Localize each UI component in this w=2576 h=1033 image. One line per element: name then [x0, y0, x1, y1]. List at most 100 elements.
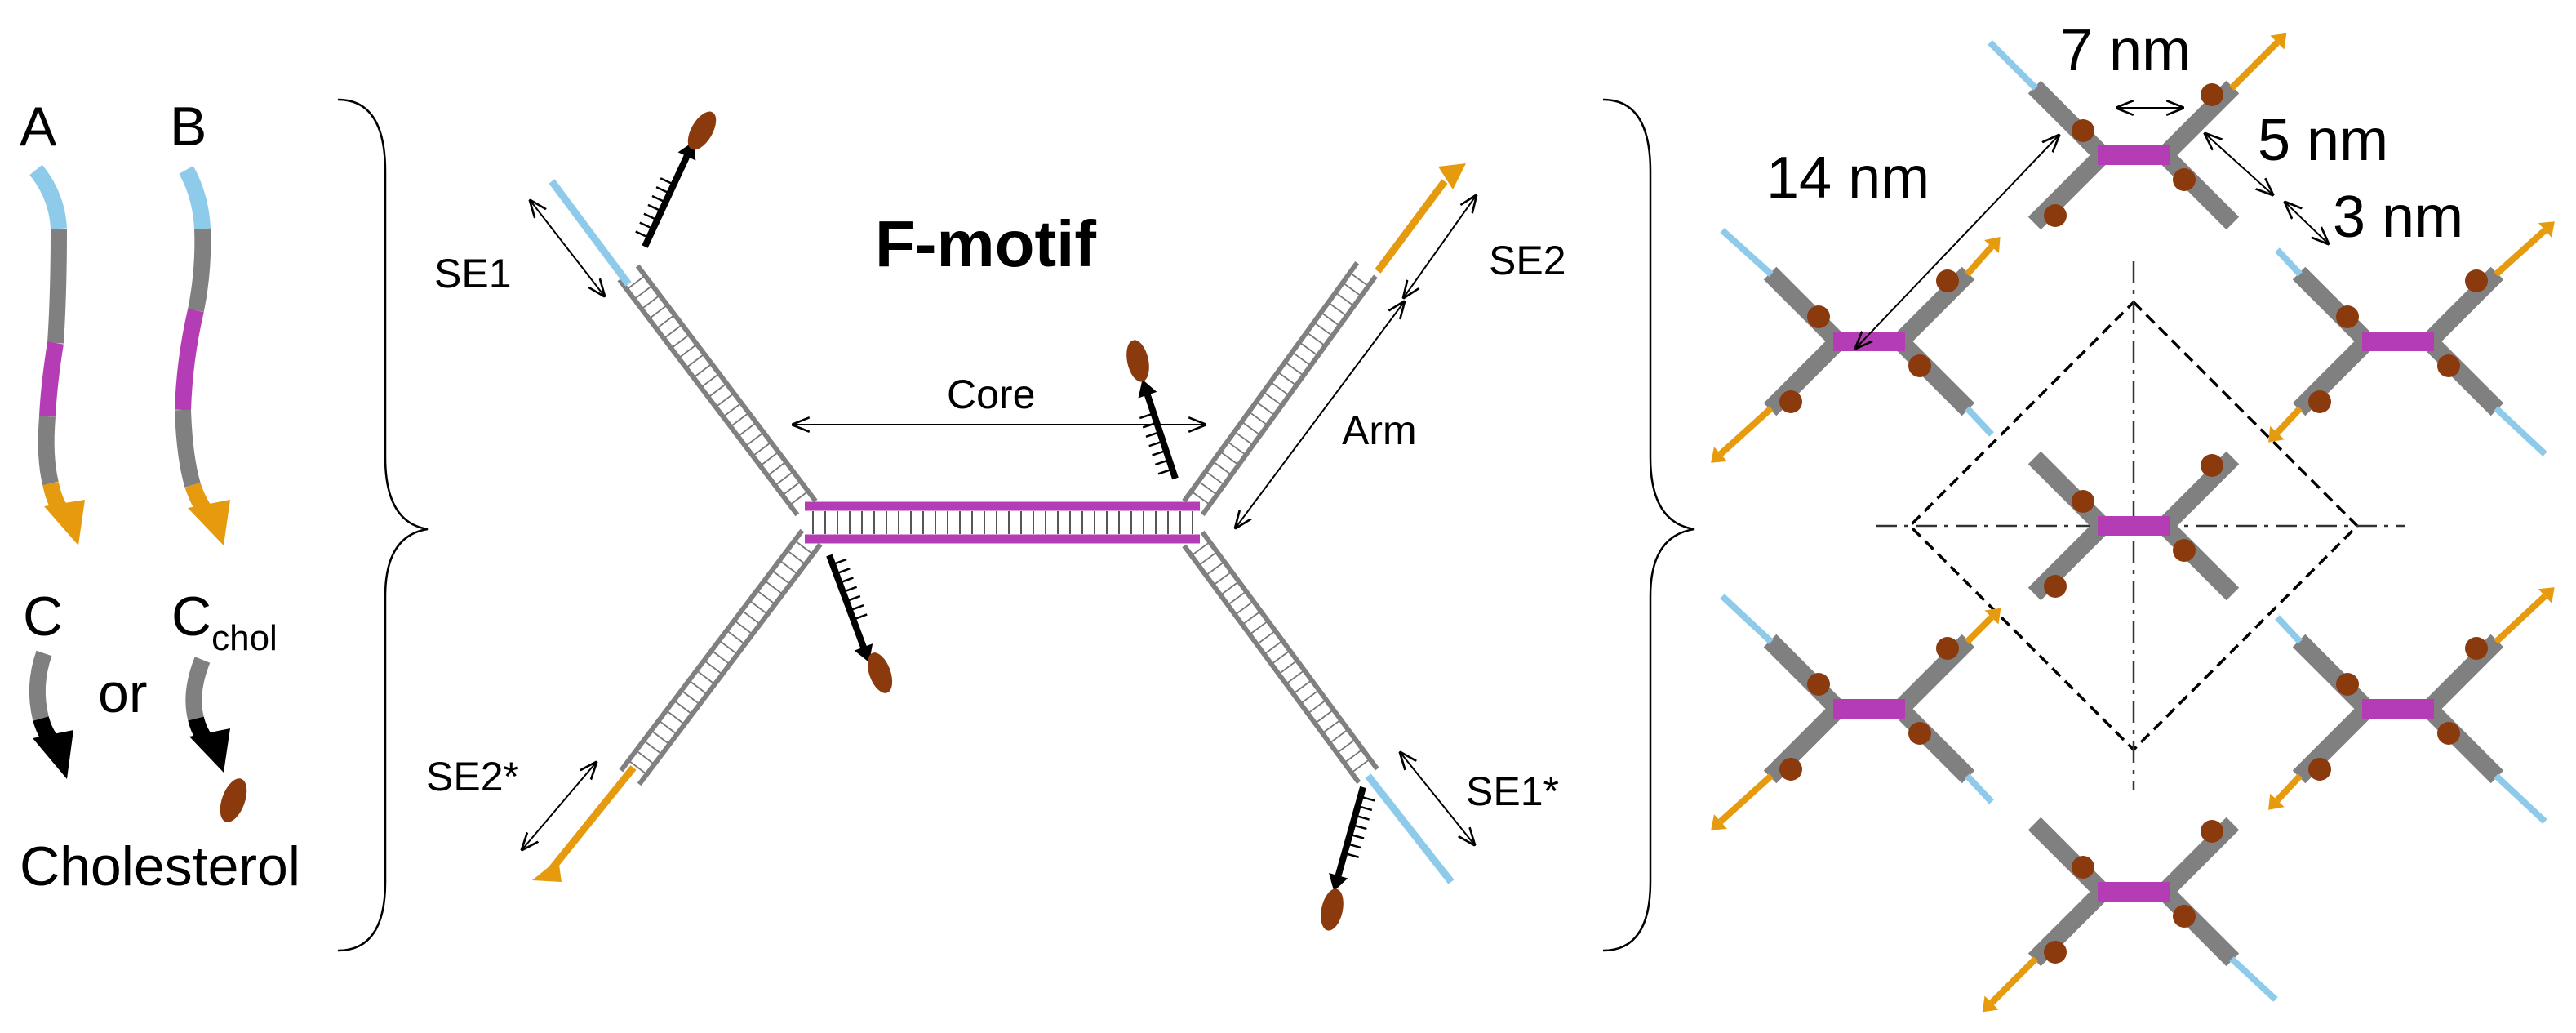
- arm-dimension-arrow: [1236, 302, 1404, 528]
- cholesterol-icon: [2465, 637, 2488, 660]
- overhang-se1: [549, 179, 632, 287]
- label-5nm: 5 nm: [2258, 108, 2388, 173]
- cholesterol-icon: [2072, 856, 2094, 879]
- cholesterol-icon: [2173, 539, 2196, 562]
- cholesterol-icon: [2308, 758, 2331, 781]
- lattice-connector: [2268, 773, 2303, 810]
- lattice-unit: [2027, 817, 2240, 967]
- lattice-connector: [2275, 247, 2303, 277]
- se2-star-dimension-arrow: [522, 763, 596, 849]
- dim-3nm-arrow: [2285, 203, 2328, 243]
- cholesterol-pins: [635, 111, 1375, 931]
- se1-star-dimension-arrow: [1401, 753, 1474, 844]
- core-base-pairs: [812, 511, 1193, 534]
- lattice-overhang: [2494, 406, 2547, 456]
- right-brace: [1602, 98, 1695, 952]
- cholesterol-icon: [1908, 354, 1931, 377]
- lattice-unit: [1763, 634, 1975, 784]
- cholesterol-icon: [1908, 722, 1931, 745]
- cholesterol-icon: [1779, 390, 1802, 413]
- lattice-overhang: [2229, 33, 2287, 91]
- cholesterol-icon: [2173, 905, 2196, 928]
- label-strand-a: A: [20, 96, 57, 158]
- pin-lower-right: [1321, 786, 1375, 931]
- strand-c: [29, 650, 73, 779]
- cholesterol-icon: [1779, 758, 1802, 781]
- cholesterol-icon: [1321, 888, 1344, 931]
- pin-upper-left: [635, 111, 717, 248]
- se1-dimension-arrow: [531, 201, 604, 296]
- label-se2: SE2: [1489, 238, 1566, 283]
- label-14nm: 14 nm: [1766, 145, 1930, 211]
- lattice-connector: [2275, 615, 2303, 644]
- cholesterol-icon: [2308, 390, 2331, 413]
- motif-arms: [617, 261, 1379, 786]
- left-brace: [337, 98, 429, 952]
- arm-upper-left: [617, 264, 818, 517]
- cholesterol-icon: [1936, 637, 1959, 660]
- label-se2-star: SE2*: [426, 754, 519, 799]
- pin-center: [1126, 340, 1179, 480]
- lattice-overhang: [1982, 956, 2038, 1013]
- lattice-overhang: [2494, 773, 2547, 824]
- cholesterol-icon: [687, 111, 717, 150]
- lattice-units: [1711, 33, 2555, 1013]
- pin-lower-left: [826, 554, 893, 693]
- motif-title: F-motif: [875, 207, 1096, 280]
- cholesterol-icon: [2072, 490, 2094, 513]
- cholesterol-icon: [1126, 340, 1149, 382]
- lattice-unit: [2292, 266, 2504, 416]
- se2-dimension-arrow: [1404, 196, 1476, 297]
- lattice-overhang: [1720, 594, 1774, 644]
- arrow-se2-star-icon: [532, 859, 562, 882]
- cholesterol-icon: [2201, 454, 2223, 477]
- label-strand-c-chol: Cchol: [171, 586, 278, 658]
- lattice-overhang: [2229, 956, 2278, 1002]
- cholesterol-icon: [867, 652, 893, 693]
- strand-legend: A B C Cchol or: [20, 96, 300, 897]
- overhang-se2: [1375, 179, 1448, 274]
- label-se1: SE1: [434, 251, 512, 296]
- label-cholesterol: Cholesterol: [20, 835, 300, 897]
- label-strand-c: C: [23, 586, 63, 648]
- lattice-connector: [2268, 406, 2303, 443]
- lattice-overhang: [2494, 221, 2555, 277]
- cholesterol-icon: [2044, 204, 2067, 227]
- label-strand-b: B: [170, 96, 207, 158]
- cholesterol-icon: [2201, 820, 2223, 843]
- cholesterol-icon: [2437, 354, 2460, 377]
- strand-c-chol: [185, 657, 247, 822]
- label-or: or: [98, 662, 147, 724]
- strand-b: [175, 166, 230, 545]
- lattice-unit: [2292, 634, 2504, 784]
- cholesterol-icon: [2044, 575, 2067, 598]
- cholesterol-icon: [1807, 305, 1830, 328]
- cholesterol-icon: [2336, 305, 2359, 328]
- cholesterol-icon: [2437, 722, 2460, 745]
- overhang-se1-star: [1365, 773, 1455, 884]
- cholesterol-icon: [2173, 168, 2196, 191]
- cholesterol-icon: [220, 778, 247, 822]
- dim-5nm-arrow: [2205, 134, 2272, 194]
- cholesterol-icon: [1807, 673, 1830, 696]
- lattice-unit: [1763, 266, 1975, 416]
- cholesterol-icon: [2465, 269, 2488, 292]
- lattice-connector: [1965, 773, 1994, 804]
- lattice-connector: [1965, 406, 1994, 437]
- arm-upper-right: [1182, 261, 1378, 516]
- label-3nm: 3 nm: [2333, 185, 2463, 250]
- strand-a: [29, 164, 85, 545]
- cholesterol-icon: [2072, 119, 2094, 142]
- cholesterol-icon: [1936, 269, 1959, 292]
- cholesterol-icon: [2336, 673, 2359, 696]
- cholesterol-icon: [2201, 83, 2223, 106]
- lattice-overhang: [1988, 40, 2038, 91]
- lattice-overhang: [2494, 587, 2555, 644]
- arm-lower-left: [619, 528, 823, 786]
- arm-lower-right: [1182, 530, 1379, 785]
- lattice-unit: [2027, 451, 2240, 601]
- overhang-se2-star: [549, 765, 637, 871]
- lattice-connector: [1965, 237, 2001, 277]
